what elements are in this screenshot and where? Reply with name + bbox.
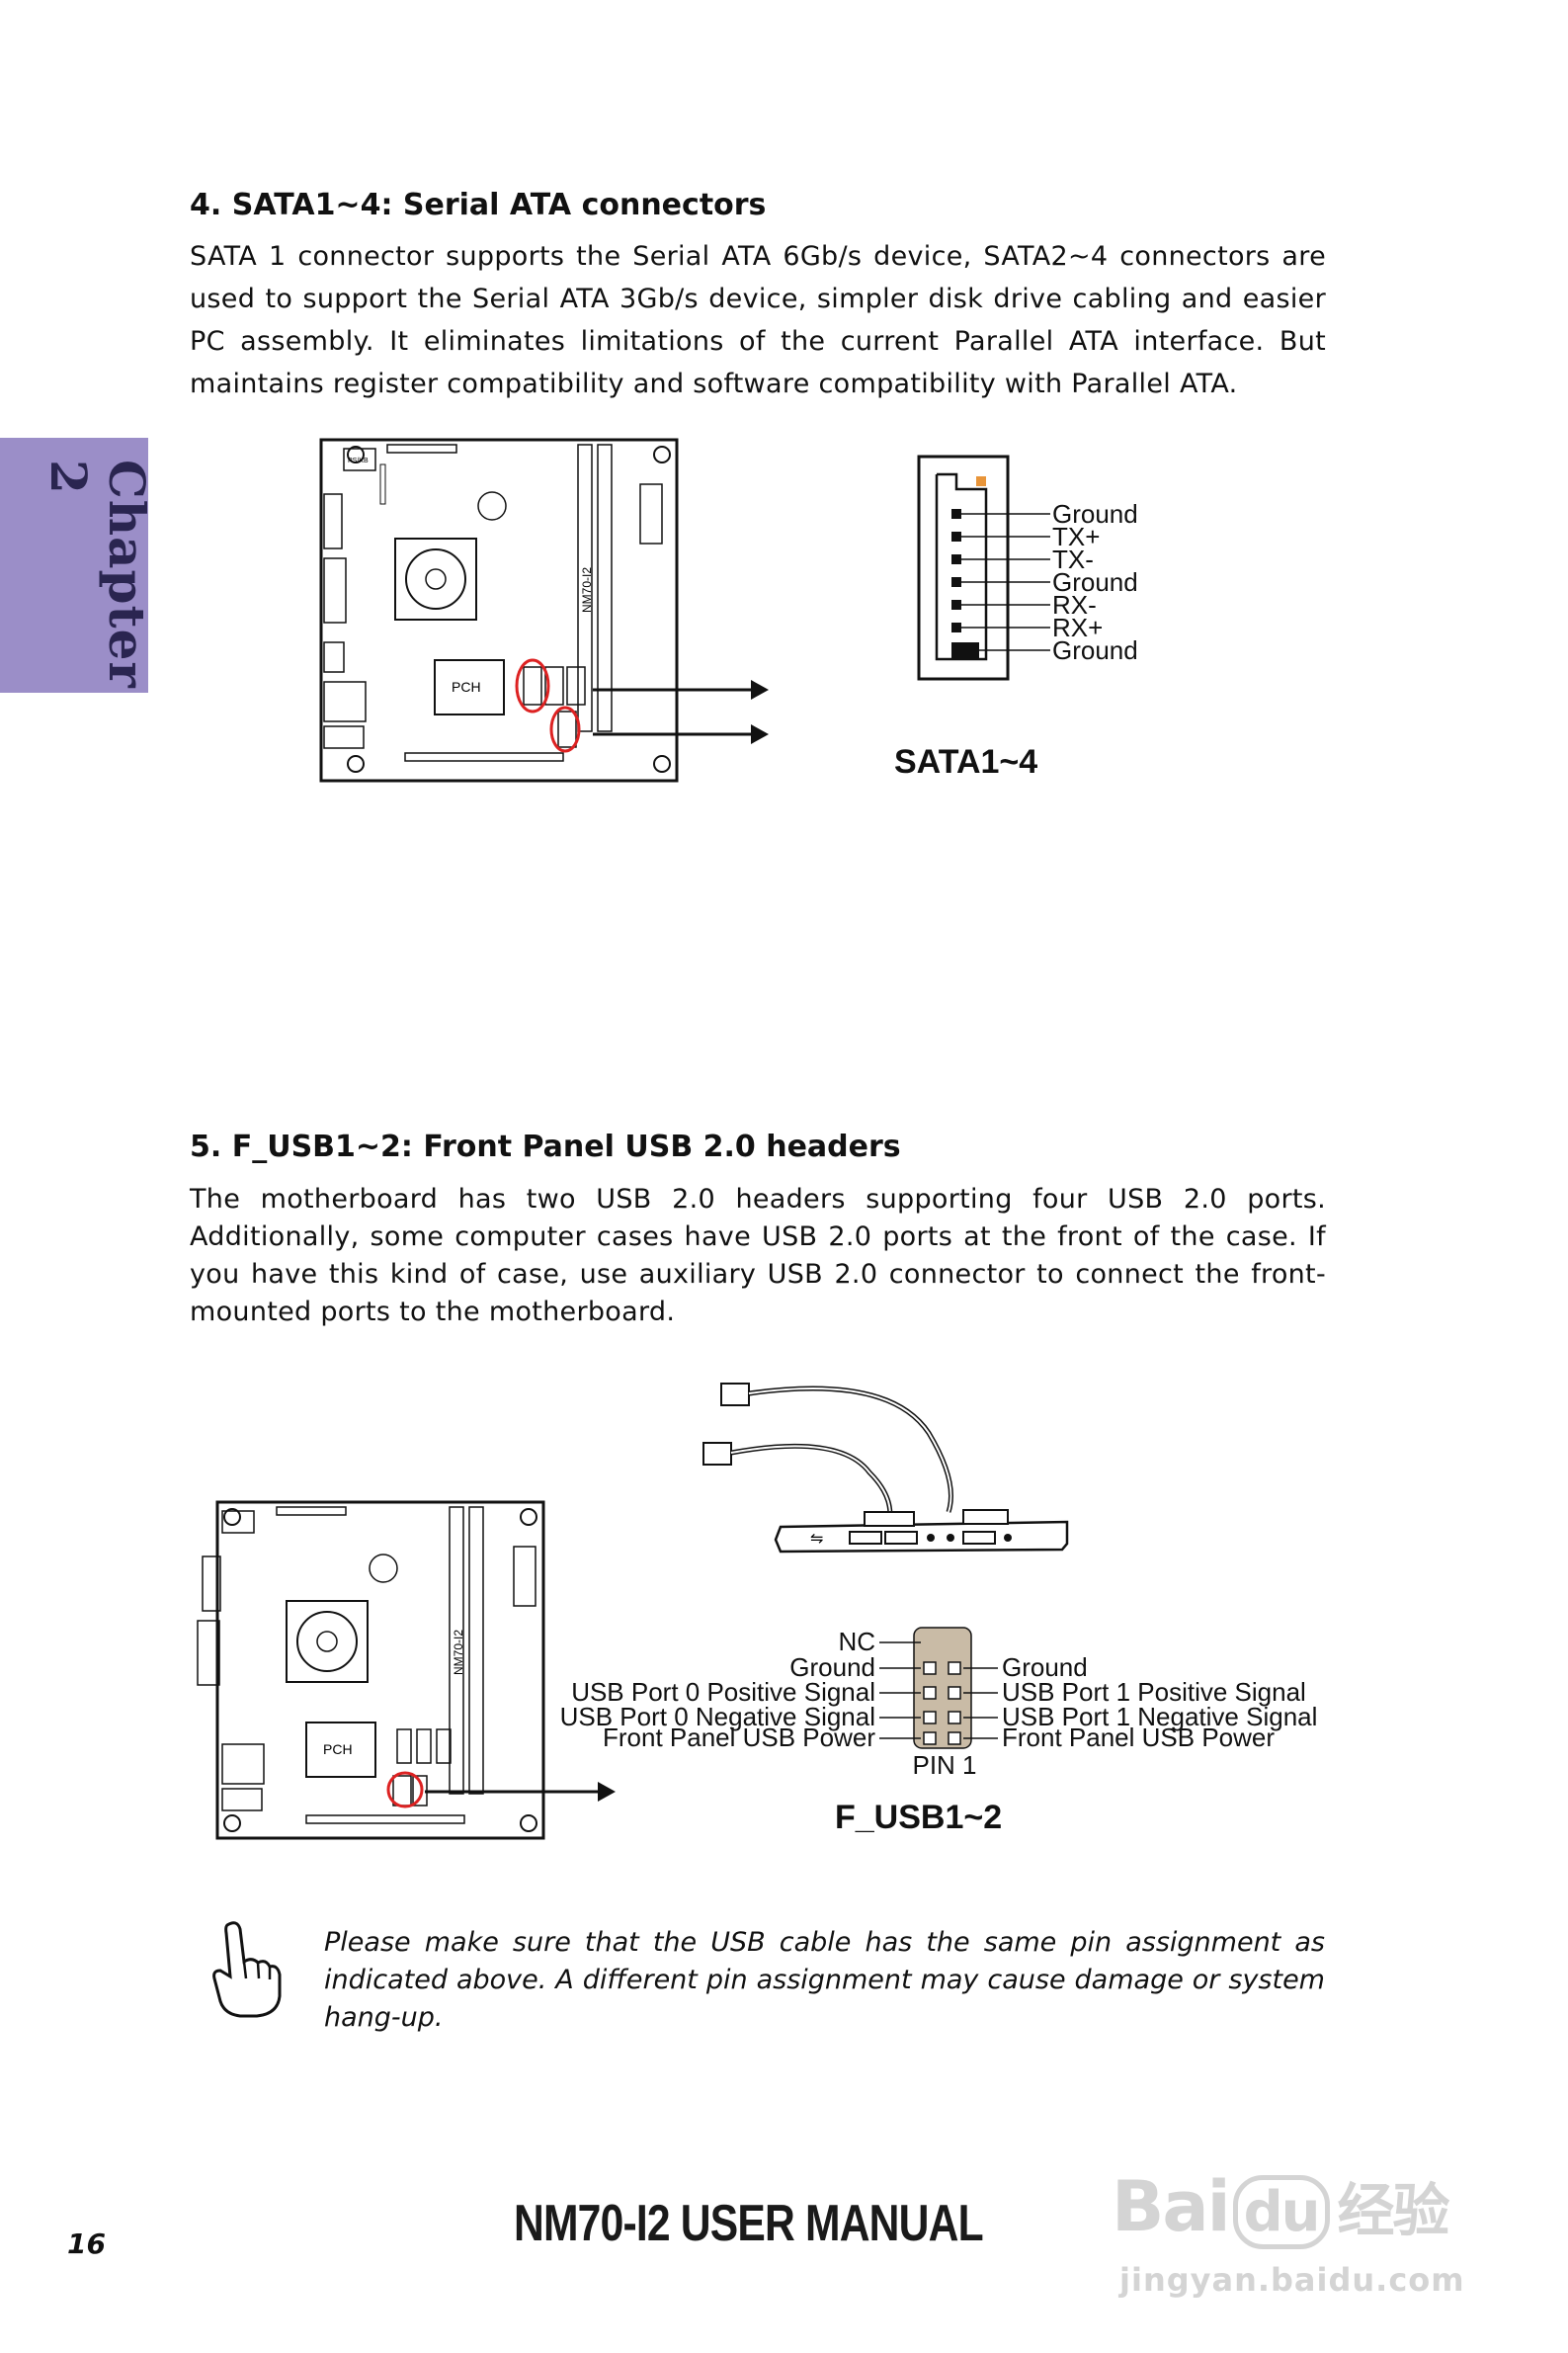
- fusb-left-pin-1: NC: [838, 1627, 875, 1656]
- fusb-right-pin-3: USB Port 1 Negative Signal: [1002, 1702, 1317, 1731]
- label-pskb: PS/KB: [348, 458, 369, 464]
- chapter-tab-label: Chapter 2: [40, 460, 156, 689]
- watermark-brand: Bai: [1112, 2166, 1231, 2247]
- sata-pin-5: RX-: [1052, 590, 1097, 620]
- motherboard-diagram-usb: PCH NM70-I2: [197, 1500, 616, 1840]
- sata-pin-7: Ground: [1052, 635, 1138, 665]
- pointing-hand-icon: [212, 1921, 282, 2018]
- pch-label: PCH: [452, 679, 481, 695]
- fusb-left-pin-4: USB Port 0 Negative Signal: [560, 1702, 875, 1731]
- usb-bracket-illustration: ⇋: [702, 1383, 1069, 1554]
- watermark-suffix: 经验: [1337, 2177, 1450, 2244]
- usb-note: Please make sure that the USB cable has …: [324, 1927, 1325, 2033]
- chapter-side-tab: Chapter 2: [0, 438, 156, 693]
- fusb-right-pin-2: USB Port 1 Positive Signal: [1002, 1677, 1306, 1707]
- fusb-right-pin-1: Ground: [1002, 1652, 1088, 1682]
- fusb-left-pin-5: Front Panel USB Power: [603, 1723, 875, 1752]
- fusb-connector-pinout: NC Ground USB Port 0 Positive Signal USB…: [560, 1627, 1318, 1780]
- sata-connector-pinout: Ground TX+ TX- Ground RX- RX+ Ground: [917, 455, 1138, 681]
- manual-title: NM70-I2 USER MANUAL: [514, 2195, 984, 2252]
- watermark-url: jingyan.baidu.com: [1119, 2261, 1465, 2299]
- pch-label-usb: PCH: [323, 1741, 353, 1757]
- board-model-label-usb: NM70-I2: [452, 1630, 465, 1675]
- section5-body: The motherboard has two USB 2.0 headers …: [190, 1184, 1326, 1327]
- board-model-label: NM70-I2: [580, 567, 594, 613]
- fusb-right-pin-4: Front Panel USB Power: [1002, 1723, 1275, 1752]
- sata-connector-title: SATA1~4: [894, 743, 1038, 781]
- fusb-left-pin-2: Ground: [789, 1652, 875, 1682]
- motherboard-diagram-sata: PS/KB PCH NM70-I2: [319, 438, 769, 783]
- sata-pin-4: Ground: [1052, 567, 1138, 597]
- fusb-left-pin-3: USB Port 0 Positive Signal: [571, 1677, 875, 1707]
- page-number: 16: [67, 2227, 106, 2260]
- usb-symbol-icon: ⇋: [810, 1529, 823, 1548]
- sata-pin-3: TX-: [1052, 545, 1094, 574]
- watermark-brand-paw: du: [1232, 2175, 1330, 2249]
- section4-heading: 4. SATA1~4: Serial ATA connectors: [190, 188, 767, 222]
- section5-heading: 5. F_USB1~2: Front Panel USB 2.0 headers: [190, 1130, 901, 1164]
- section4-body: SATA 1 connector supports the Serial ATA…: [190, 241, 1326, 399]
- sata-pin-1: Ground: [1052, 499, 1138, 529]
- sata-pin-6: RX+: [1052, 613, 1103, 642]
- fusb-pin1-label: PIN 1: [912, 1750, 976, 1780]
- sata-pin-2: TX+: [1052, 522, 1100, 551]
- fusb-connector-title: F_USB1~2: [835, 1799, 1003, 1836]
